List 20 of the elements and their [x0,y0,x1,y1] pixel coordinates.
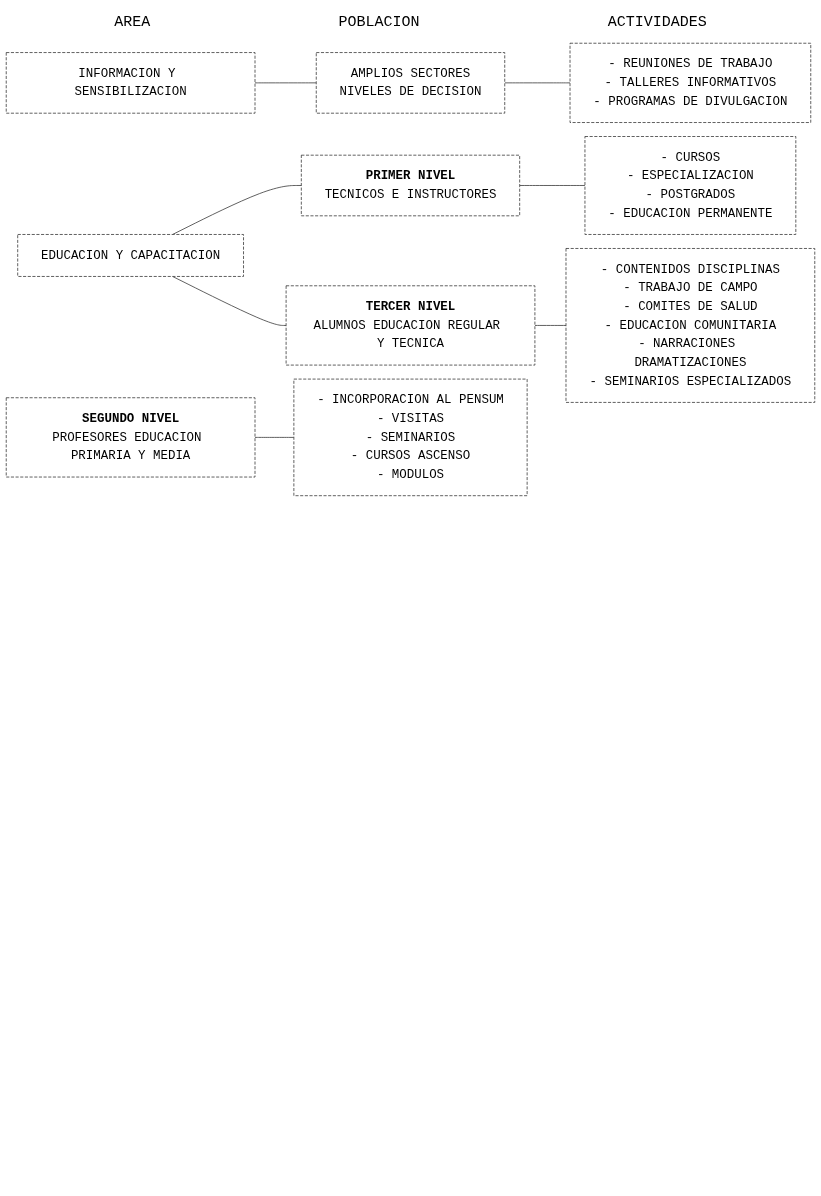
node-box: - CONTENIDOS DISCIPLINAS - TRABAJO DE CAMPO - COMITES DE SALUD - EDUCACION COMUNITARIA - NARRACIONES DRAMATIZACIONES - SEMINARIOS ESPECIALIZADOS [565,248,816,403]
node-box: PRIMER NIVEL TECNICOS E INSTRUCTORES [300,154,521,217]
node-box: INFORMACION Y SENSIBILIZACION [5,52,256,114]
node-box: SEGUNDO NIVEL PROFESORES EDUCACION PRIMARIA Y MEDIA [5,397,256,478]
connector [254,437,295,438]
node-box: - INCORPORACION AL PENSUM - VISITAS - SEMINARIOS - CURSOS ASCENSO - MODULOS [293,378,528,497]
connector [172,276,287,326]
node-box: - CURSOS - ESPECIALIZACION - POSTGRADOS - EDUCACION PERMANENTE [584,136,797,235]
column-heading: ACTIVIDADES [607,14,707,31]
node-box: EDUCACION Y CAPACITACION [17,234,244,277]
node-box: - REUNIONES DE TRABAJO - TALLERES INFORMATIVOS - PROGRAMAS DE DIVULGACION [569,42,812,123]
connector [254,82,317,84]
connector [172,185,302,235]
column-heading: AREA [114,14,151,31]
node-box: AMPLIOS SECTORES NIVELES DE DECISION [315,52,506,114]
connector [534,325,567,326]
column-heading: POBLACION [338,14,420,31]
connector [519,185,586,186]
connector [504,82,571,84]
node-box: TERCER NIVEL ALUMNOS EDUCACION REGULAR Y TECNICA [285,285,536,366]
